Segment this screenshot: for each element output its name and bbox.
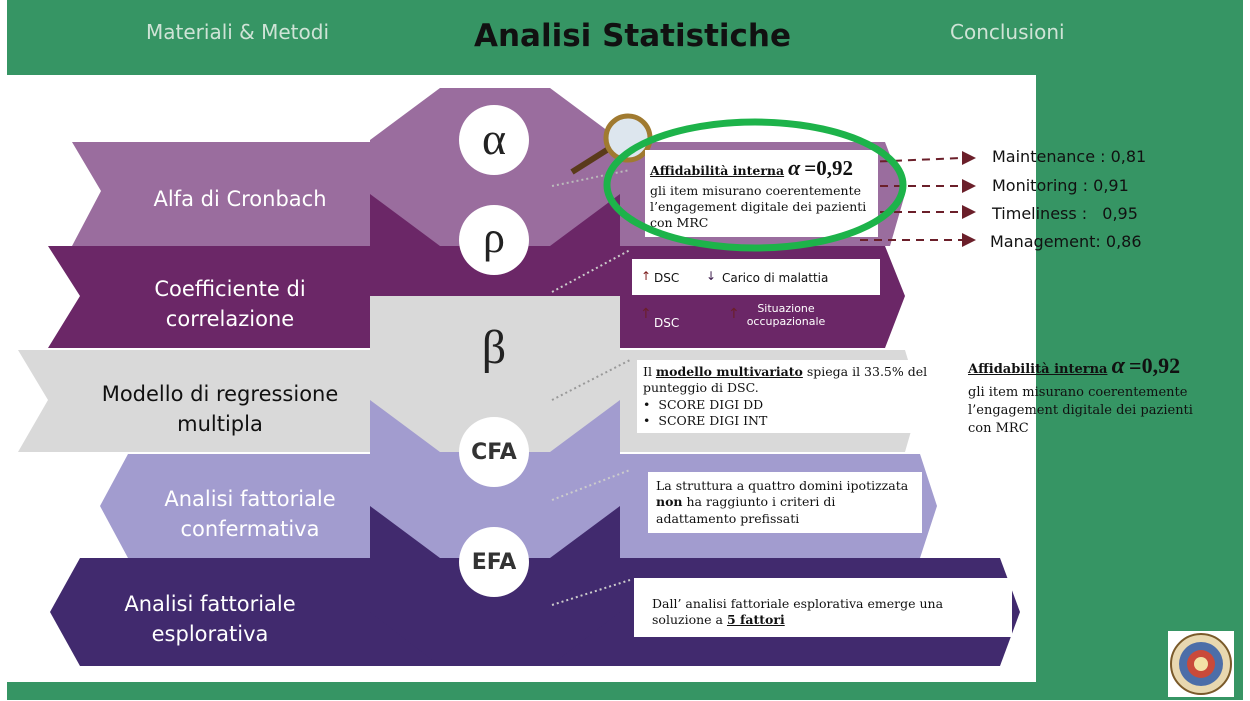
value-management: Management: 0,86: [990, 232, 1142, 251]
alpha-result-box: Affidabilità interna α =0,92 gli item mi…: [645, 150, 878, 238]
circle-rho: [459, 205, 529, 275]
arrow-heads: [962, 151, 976, 247]
reg-bullet-2: SCORE DIGI INT: [657, 413, 943, 429]
label-efa-l1: Analisi fattoriale: [124, 592, 296, 616]
efa-box: Dall’ analisi fattoriale esplorativa eme…: [634, 578, 1012, 637]
highlight-ring: [603, 118, 907, 252]
arrow-up-icon-2: ↑: [640, 306, 652, 322]
alpha-box-value: =0,92: [804, 156, 853, 180]
alpha-box-symbol: α: [788, 155, 801, 180]
label-alfa-cronbach: Alfa di Cronbach: [153, 187, 327, 211]
maintenance-label: Maintenance :: [992, 147, 1106, 166]
page-title: Analisi Statistiche: [474, 18, 791, 54]
reg-post: spiega il 33.5% del punteggio di DSC.: [643, 364, 928, 396]
label-coefficiente-l2: correlazione: [165, 307, 295, 332]
side-alpha-symbol: α: [1111, 353, 1125, 379]
header-band: [7, 0, 1243, 75]
corr-dsc-2: DSC: [654, 316, 680, 330]
management-value: 0,86: [1105, 232, 1142, 251]
cfa-post: ha raggiunto i criteri di adattamento pr…: [656, 494, 836, 526]
efa-pre: Dall’ analisi fattoriale esplorativa eme…: [652, 596, 944, 628]
label-regressione-l1: Modello di regressione: [101, 382, 339, 406]
label-coefficiente-l1: Coefficiente di: [154, 277, 306, 301]
nav-conclusioni[interactable]: Conclusioni: [950, 20, 1065, 44]
circle-cfa: [459, 417, 529, 487]
side-alpha-text: Affidabilità interna α =0,92 gli item mi…: [968, 350, 1208, 438]
side-alpha-title: Affidabilità interna: [968, 362, 1108, 377]
side-alpha-body: gli item misurano coerentemente l’engage…: [968, 384, 1193, 436]
nav-materiali-metodi[interactable]: Materiali & Metodi: [146, 20, 330, 44]
beta-symbol: β: [481, 321, 507, 374]
reg-bold: modello multivariato: [655, 364, 803, 379]
label-cfa-l2: confermativa: [180, 517, 320, 542]
alpha-symbol: α: [481, 113, 507, 164]
corr-dsc-1: DSC: [654, 271, 680, 285]
maintenance-value: 0,81: [1110, 147, 1147, 166]
label-cfa: Analisi fattoriale confermativa: [120, 484, 380, 545]
connector-alpha: [551, 169, 631, 187]
connector-cfa: [551, 469, 631, 501]
cfa-bold: non: [656, 494, 683, 510]
label-regressione: Modello di regressione multipla: [70, 379, 370, 440]
efa-bold: 5 fattori: [726, 612, 785, 628]
value-maintenance: Maintenance : 0,81: [992, 147, 1146, 166]
corr-situazione: Situazione occupazionale: [746, 302, 826, 328]
label-cfa-l1: Analisi fattoriale: [164, 487, 336, 511]
reg-bullet-1: SCORE DIGI DD: [657, 397, 943, 413]
timeliness-value: 0,95: [1102, 204, 1138, 223]
cfa-box: La struttura a quattro domini ipotizzata…: [648, 472, 922, 533]
value-monitoring: Monitoring : 0,91: [992, 176, 1129, 195]
side-alpha-value: =0,92: [1129, 353, 1181, 378]
efa-symbol: EFA: [471, 550, 517, 575]
reg-pre: Il: [643, 364, 652, 379]
alpha-box-title: Affidabilità interna: [650, 163, 785, 178]
connector-efa: [551, 579, 631, 606]
label-efa-l2: esplorativa: [151, 622, 269, 647]
monitoring-label: Monitoring :: [992, 176, 1089, 195]
circle-alpha: [459, 105, 529, 175]
university-seal: [1168, 631, 1234, 697]
right-green-panel: [1036, 75, 1243, 700]
monitoring-value: 0,91: [1093, 176, 1129, 195]
arrow-down-icon: ↓: [706, 269, 717, 283]
alpha-box-text: gli item misurano coerentemente l’engage…: [650, 182, 867, 231]
arrow-up-icon: ↑: [641, 269, 652, 283]
correlation-box: ↑ DSC ↓ Carico di malattia: [632, 259, 880, 295]
dashed-arrows: [860, 157, 963, 241]
rho-symbol: ρ: [483, 213, 505, 262]
label-efa: Analisi fattoriale esplorativa: [80, 589, 340, 650]
hex-beta: [370, 296, 620, 452]
regression-box: Il modello multivariato spiega il 33.5% …: [637, 360, 949, 433]
circle-efa: [459, 527, 529, 597]
corr-carico: Carico di malattia: [722, 271, 829, 285]
label-regressione-l2: multipla: [177, 412, 263, 437]
arrow-up-icon-3: ↑: [728, 306, 740, 322]
cfa-pre: La struttura a quattro domini ipotizzata: [656, 478, 909, 493]
cfa-symbol: CFA: [471, 440, 517, 465]
bottom-band: [7, 682, 1243, 700]
label-coefficiente: Coefficiente di correlazione: [90, 274, 370, 335]
value-timeliness: Timeliness : 0,95: [992, 204, 1138, 223]
management-label: Management:: [990, 232, 1101, 251]
timeliness-label: Timeliness :: [992, 204, 1088, 223]
